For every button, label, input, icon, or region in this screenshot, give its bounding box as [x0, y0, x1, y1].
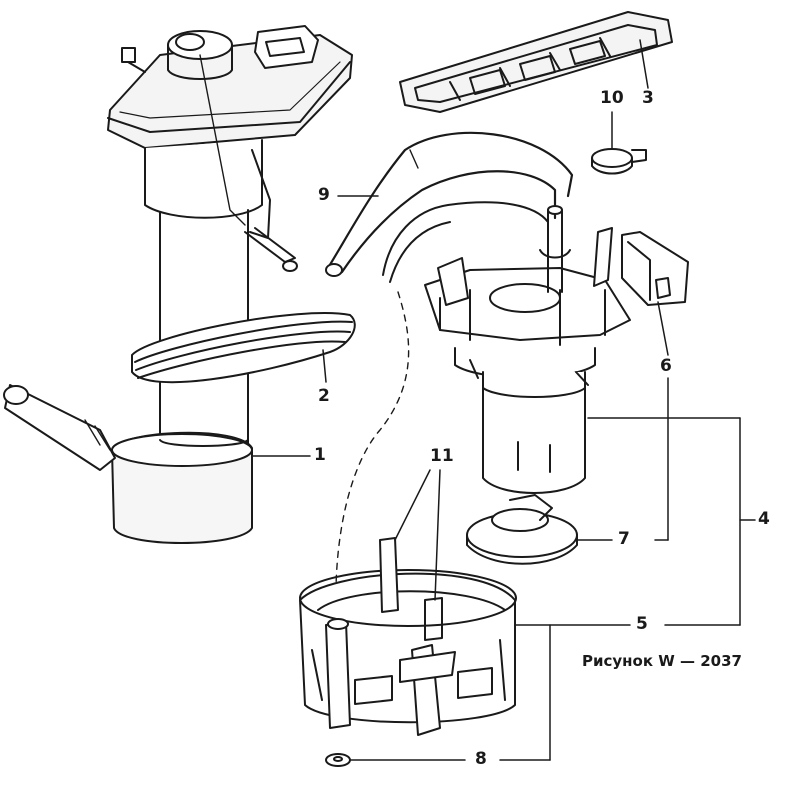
part-6-bracket	[621, 231, 689, 306]
callout-3: 3	[642, 88, 654, 108]
callout-4: 4	[758, 509, 770, 529]
callout-10: 10	[600, 88, 624, 108]
callout-2: 2	[318, 386, 330, 406]
callout-7: 7	[618, 529, 630, 549]
leader-lines	[251, 39, 756, 761]
part-5-holder	[299, 537, 517, 736]
callout-9: 9	[318, 185, 330, 205]
callout-11: 11	[430, 446, 454, 466]
part-10-clamp	[591, 148, 647, 175]
part-4-pump-assembly	[424, 205, 631, 494]
part-1-sender-unit	[3, 25, 353, 544]
part-3-filter-cover	[399, 11, 673, 113]
part-9-hose	[325, 131, 574, 641]
callout-8: 8	[475, 749, 487, 769]
callout-6: 6	[660, 356, 672, 376]
figure-caption: Рисунок W — 2037	[582, 652, 742, 670]
part-2-seal-ring	[131, 312, 356, 384]
part-8-washer	[325, 753, 351, 767]
part-7-pump-base	[466, 494, 578, 565]
callout-1: 1	[314, 445, 326, 465]
callout-5: 5	[636, 614, 648, 634]
